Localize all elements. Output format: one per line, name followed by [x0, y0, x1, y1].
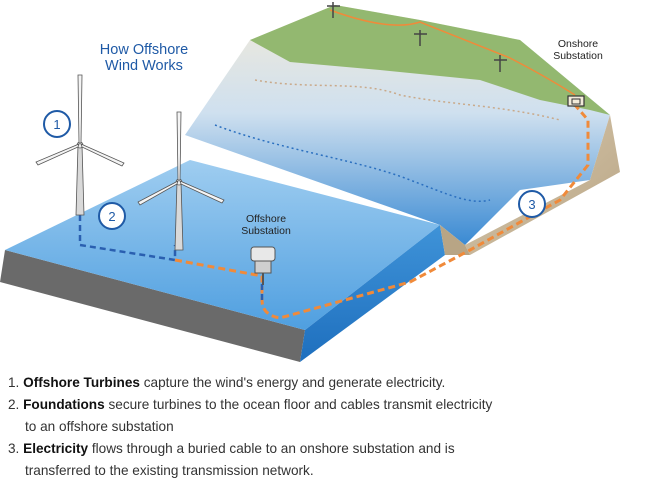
- step-number: 3.: [8, 441, 20, 456]
- offshore-wind-diagram: 1 2 3: [0, 2, 620, 362]
- step-term: Electricity: [23, 441, 89, 456]
- step-number: 1.: [8, 375, 20, 390]
- power-cable: [78, 104, 590, 320]
- offshore-substation-icon: [250, 246, 276, 285]
- onshore-label-line-1: Onshore: [557, 38, 599, 50]
- onshore-label-line-2: Substation: [553, 50, 603, 62]
- step-text: flows through a buried cable to an onsho…: [88, 441, 455, 456]
- marker-1-label: 1: [53, 117, 60, 132]
- step-number: 2.: [8, 397, 20, 412]
- onshore-substation-label: Onshore Substation: [538, 38, 618, 62]
- step-text: capture the wind's energy and generate e…: [139, 375, 446, 390]
- offshore-substation-label: Offshore Substation: [226, 213, 306, 237]
- wind-turbine-icon: [35, 74, 125, 216]
- marker-1: 1: [43, 110, 71, 138]
- step-continuation: to an offshore substation: [25, 419, 174, 434]
- step-continuation: transferred to the existing transmission…: [25, 463, 314, 478]
- step-term: Foundations: [23, 397, 105, 412]
- steps-list: 1. Offshore Turbines capture the wind's …: [8, 372, 644, 482]
- transmission-tower-icon: [494, 55, 507, 72]
- diagram-title-line-1: How Offshore: [99, 42, 189, 58]
- diagram-title: How Offshore Wind Works: [84, 42, 204, 74]
- step-item: 3. Electricity flows through a buried ca…: [8, 438, 644, 460]
- transmission-tower-icon: [414, 30, 427, 46]
- marker-2: 2: [98, 202, 126, 230]
- diagram-title-line-2: Wind Works: [105, 58, 183, 74]
- step-text: secure turbines to the ocean floor and c…: [104, 397, 493, 412]
- onshore-substation-icon: [567, 95, 585, 107]
- transmission-tower-icon: [327, 2, 340, 18]
- marker-3-label: 3: [528, 197, 535, 212]
- step-item: 2. Foundations secure turbines to the oc…: [8, 394, 644, 416]
- step-item: 1. Offshore Turbines capture the wind's …: [8, 372, 644, 394]
- marker-3: 3: [518, 190, 546, 218]
- offshore-label-line-2: Substation: [241, 225, 291, 237]
- step-term: Offshore Turbines: [23, 375, 140, 390]
- transmission-line: [327, 2, 576, 96]
- wind-turbine-icon: [137, 111, 225, 251]
- land-block: [185, 5, 620, 255]
- offshore-label-line-1: Offshore: [245, 213, 287, 225]
- marker-2-label: 2: [108, 209, 115, 224]
